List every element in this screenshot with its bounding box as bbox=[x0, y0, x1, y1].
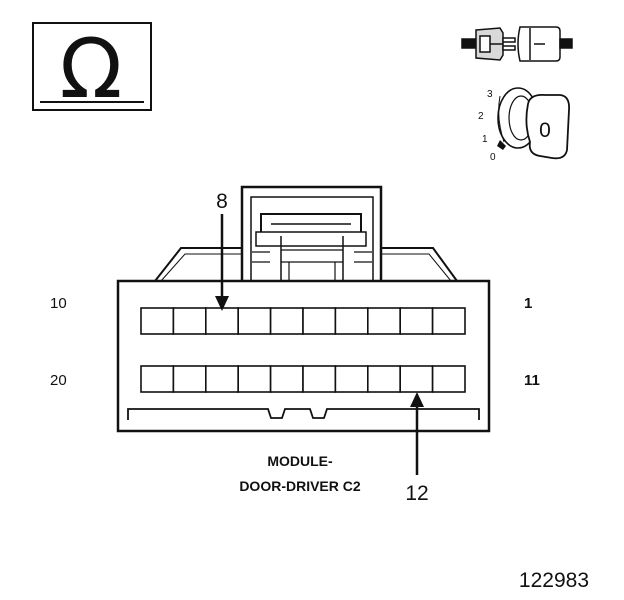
callout-pin-8: 8 bbox=[215, 190, 229, 311]
cavity-pin-18 bbox=[205, 365, 240, 393]
cavity-pin-16 bbox=[269, 365, 304, 393]
cavity-pin-17 bbox=[237, 365, 272, 393]
cavity-pin-20 bbox=[140, 365, 175, 393]
cavity-row-2 bbox=[140, 365, 466, 393]
cavity-row-1 bbox=[140, 307, 466, 335]
callout-pin-12: 12 bbox=[405, 392, 429, 505]
ignition-position-2: 2 bbox=[478, 111, 484, 122]
cavity-pin-1 bbox=[431, 307, 466, 335]
cavity-pin-11 bbox=[431, 365, 466, 393]
connector-face bbox=[116, 185, 491, 433]
cavity-pin-2 bbox=[399, 307, 434, 335]
ignition-key-icon: 3 2 1 0 0 bbox=[478, 87, 570, 163]
callout-label-8: 8 bbox=[216, 190, 228, 213]
pin-label-11: 11 bbox=[524, 372, 540, 389]
figure-number: 122983 bbox=[519, 569, 589, 592]
cavity-pin-8 bbox=[205, 307, 240, 335]
ignition-position-0: 0 bbox=[490, 152, 496, 163]
cavity-pin-6 bbox=[269, 307, 304, 335]
callout-label-12: 12 bbox=[405, 482, 428, 505]
pin-label-20: 20 bbox=[50, 372, 67, 389]
cavity-pin-15 bbox=[302, 365, 337, 393]
cavity-pin-13 bbox=[366, 365, 401, 393]
cavity-pin-10 bbox=[140, 307, 175, 335]
cavity-pin-3 bbox=[366, 307, 401, 335]
connector-caption-line2: DOOR-DRIVER C2 bbox=[239, 478, 361, 494]
cavity-pin-19 bbox=[172, 365, 207, 393]
connector-caption-line1: MODULE- bbox=[267, 453, 333, 469]
cavity-pin-4 bbox=[334, 307, 369, 335]
cavity-pin-12 bbox=[399, 365, 434, 393]
disconnected-connector-icon bbox=[461, 26, 573, 62]
pin-label-1: 1 bbox=[524, 295, 532, 312]
ignition-position-1: 1 bbox=[482, 134, 488, 145]
ohmmeter-icon: Ω bbox=[32, 22, 152, 117]
ohm-symbol: Ω bbox=[60, 22, 123, 117]
ignition-key-label: 0 bbox=[539, 119, 551, 142]
cavity-pin-9 bbox=[172, 307, 207, 335]
cavity-pin-7 bbox=[237, 307, 272, 335]
cavity-pin-5 bbox=[302, 307, 337, 335]
ignition-position-3: 3 bbox=[487, 89, 493, 100]
pin-label-10: 10 bbox=[50, 295, 67, 312]
cavity-pin-14 bbox=[334, 365, 369, 393]
